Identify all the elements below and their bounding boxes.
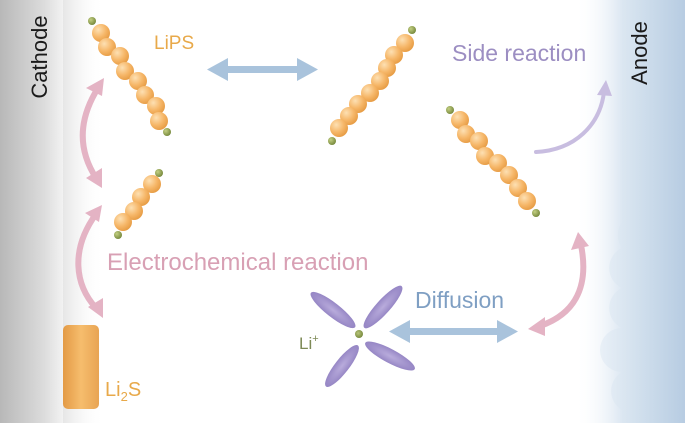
li2s-subscript: 2 [120, 389, 128, 404]
electrochemical-arrow-upper [79, 78, 104, 188]
lithium-ion-icon [310, 285, 415, 387]
lithium-ion-label: Li+ [299, 333, 319, 353]
anode-return-arrow [528, 232, 589, 336]
cathode-label: Cathode [27, 15, 52, 99]
li2s-element: Li [105, 379, 121, 401]
li2s-label: Li2S [105, 380, 141, 403]
polysulfide-chain-icon [114, 169, 163, 239]
diffusion-arrow [389, 320, 518, 343]
lithium-ion-charge: + [312, 333, 319, 345]
lips-label: LiPS [154, 33, 195, 54]
polysulfide-chain-icon [328, 26, 416, 145]
lips-shuttle-arrow [207, 58, 318, 81]
li2s-deposit [63, 325, 99, 409]
polysulfide-chain-icon [446, 106, 540, 217]
electrochemical-arrow-lower [75, 205, 103, 318]
diffusion-label: Diffusion [415, 287, 505, 313]
side-reaction-arrow [534, 80, 612, 154]
side-reaction-label: Side reaction [452, 40, 587, 66]
electrochemical-reaction-label: Electrochemical reaction [107, 249, 369, 276]
anode-label: Anode [627, 21, 652, 85]
polysulfide-chain-icon [88, 17, 171, 136]
anode-electrode [575, 0, 685, 423]
lithium-ion-symbol: Li [299, 334, 313, 353]
li2s-suffix: S [127, 379, 142, 401]
